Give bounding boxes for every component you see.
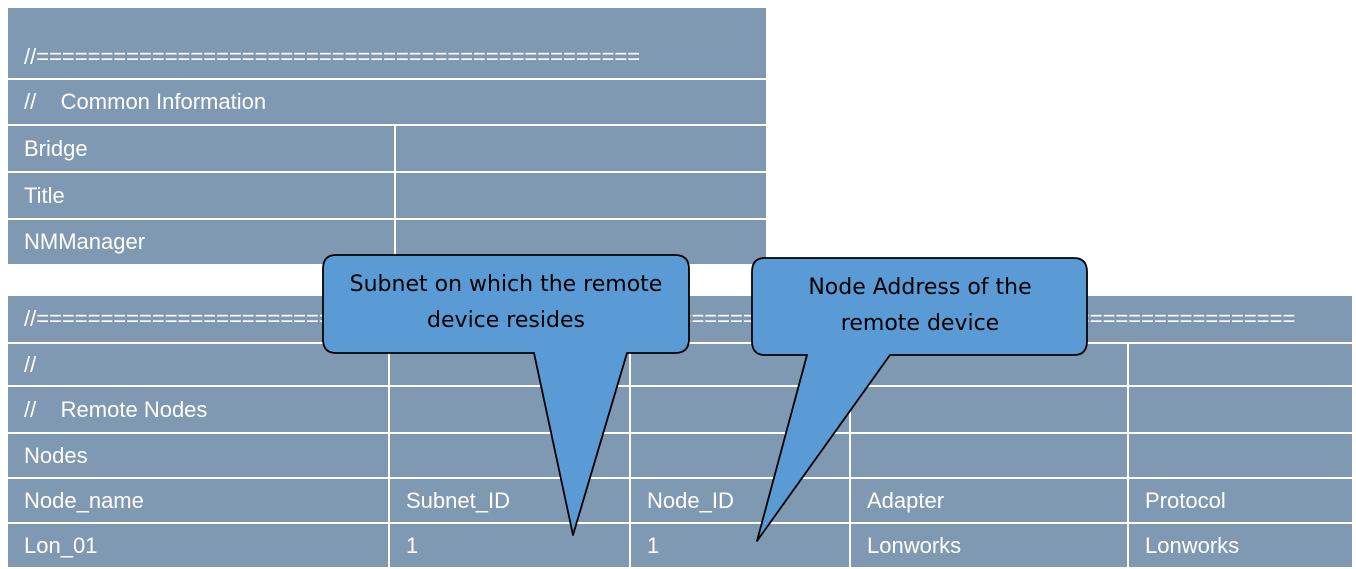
callout-node-line1: Node Address of the	[808, 275, 1032, 300]
empty-cell	[849, 432, 1129, 479]
column-header-subnet-id: Subnet_ID	[388, 477, 631, 524]
column-header-adapter: Adapter	[849, 477, 1129, 524]
row-label-bridge: Bridge	[6, 124, 396, 173]
row-value-bridge	[393, 124, 769, 173]
common-info-table: //======================================…	[5, 6, 769, 266]
column-header-node-name: Node_name	[6, 477, 390, 524]
cell-adapter: Lonworks	[849, 522, 1129, 569]
cell-node-name: Lon_01	[6, 522, 390, 569]
section-header-common-info: // Common Information	[5, 78, 769, 126]
cell-protocol: Lonworks	[1127, 522, 1354, 569]
column-header-protocol: Protocol	[1127, 477, 1354, 524]
column-header-row: Node_name Subnet_ID Node_ID Adapter Prot…	[6, 477, 1354, 524]
callout-subnet-line2: device resides	[427, 308, 585, 333]
callout-bubble-shape	[751, 257, 1088, 542]
column-header-node-id: Node_ID	[629, 477, 851, 524]
empty-cell	[849, 385, 1129, 434]
empty-cell	[1127, 342, 1354, 387]
row-label-title: Title	[6, 171, 396, 220]
cell-node-id: 1	[629, 522, 851, 569]
empty-cell	[1127, 432, 1354, 479]
callout-subnet-line1: Subnet on which the remote	[349, 272, 663, 297]
table-row: Lon_01 1 1 Lonworks Lonworks	[6, 522, 1354, 569]
empty-cell	[1127, 385, 1354, 434]
comment-cell: //	[6, 342, 390, 387]
section-header-remote-nodes: // Remote Nodes	[6, 385, 390, 434]
section-label-nodes: Nodes	[6, 432, 390, 479]
callout-bubble-shape	[322, 254, 690, 536]
row-value-title	[393, 171, 769, 220]
callout-subnet: Subnet on which the remote device reside…	[322, 254, 692, 539]
separator-line: //======================================…	[5, 6, 769, 80]
callout-node-address: Node Address of the remote device	[751, 257, 1091, 542]
cell-subnet-id: 1	[388, 522, 631, 569]
callout-node-line2: remote device	[840, 311, 1000, 336]
row-label-nmmanager: NMManager	[6, 218, 396, 266]
